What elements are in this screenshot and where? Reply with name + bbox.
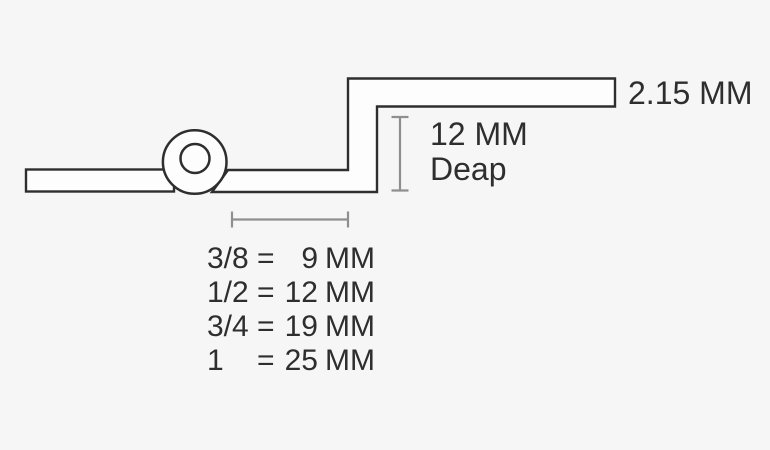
mm-value-cell: 12 <box>284 276 318 309</box>
mm-value-cell: 9 <box>301 242 318 275</box>
thickness-label: 2.15 MM <box>628 75 753 111</box>
table-row: 3/4 = 19 MM <box>207 310 375 344</box>
knuckle-pin-hole <box>179 142 211 175</box>
table-row: 1/2 = 12 MM <box>207 276 375 310</box>
cranked-leaf-shape <box>209 77 617 194</box>
mm-value-cell: 19 <box>284 310 318 343</box>
mm-unit-cell: MM <box>325 242 375 275</box>
left-leaf-shape <box>24 168 176 193</box>
mm-unit-cell: MM <box>325 310 375 343</box>
inch-fraction-cell: 1/2 <box>207 276 249 309</box>
mm-unit-cell: MM <box>325 344 375 377</box>
mm-unit-cell: MM <box>325 276 375 309</box>
table-row: 3/8 = 9 MM <box>207 242 375 276</box>
depth-dimension-line <box>391 115 409 192</box>
equals-cell: = <box>257 344 275 377</box>
equals-cell: = <box>257 276 275 309</box>
depth-label-line1: 12 MM <box>430 116 528 152</box>
inch-fraction-cell: 3/4 <box>207 310 249 343</box>
equals-cell: = <box>257 242 275 275</box>
mm-value-cell: 25 <box>284 344 318 377</box>
conversion-table: 3/8 = 9 MM 1/2 = 12 MM 3/4 = 19 MM 1 = 2… <box>207 242 375 378</box>
depth-label: 12 MM Deap <box>430 117 528 187</box>
offset-dimension-line <box>230 211 350 228</box>
inch-fraction-cell: 1 <box>207 344 224 377</box>
depth-label-line2: Deap <box>430 151 507 187</box>
equals-cell: = <box>257 310 275 343</box>
inch-fraction-cell: 3/8 <box>207 242 249 275</box>
table-row: 1 = 25 MM <box>207 344 375 378</box>
